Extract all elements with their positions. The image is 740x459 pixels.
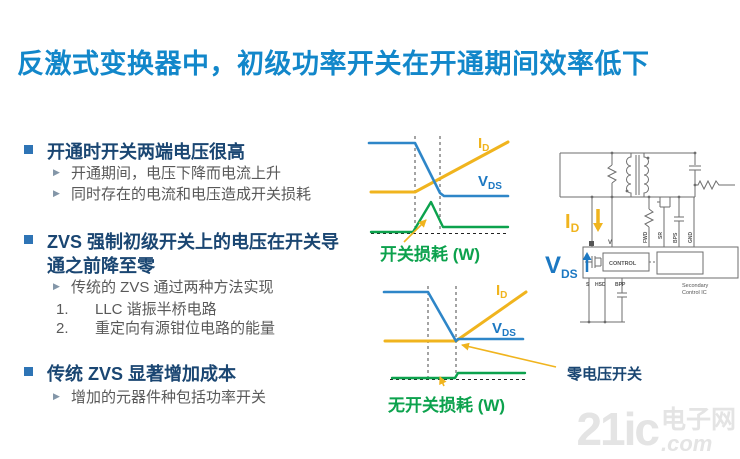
fwd-pin-label: FWD [643, 231, 649, 243]
resistor [606, 164, 618, 184]
site-watermark: 21ic 电子网 .com [576, 406, 736, 455]
bullet-heading-2-line1: ZVS 强制初级开关上的电压在开关导 [47, 232, 340, 252]
no-switching-loss-caption: 无开关损耗 (W) [388, 396, 506, 415]
bottom-pin-lines [580, 278, 627, 323]
secondary-block [656, 251, 704, 275]
loss-pointer-arrow [403, 219, 427, 243]
sr-fet [657, 197, 671, 247]
hsd-pin-label: HSD [595, 282, 606, 288]
junction-dot [610, 195, 614, 199]
sub-bullet: 传统的 ZVS 通过两种方法实现 [71, 279, 274, 296]
bullet-heading-3: 传统 ZVS 显著增加成本 [47, 364, 237, 384]
vds-voltage-curve [382, 290, 525, 343]
bps-pin-label: BPS [673, 232, 679, 243]
bullet-square [24, 367, 33, 376]
output-capacitor [689, 153, 701, 197]
control-block-label: CONTROL [609, 261, 637, 267]
watermark-tld: .com [660, 431, 713, 456]
numbered-item-2: 2. 重定向有源钳位电路的能量 [56, 317, 275, 338]
vds-label: VDS [545, 252, 578, 281]
junction-dot [693, 183, 697, 187]
sub-bullet: 同时存在的电流和电压造成开关损耗 [71, 186, 312, 203]
junction-dot [693, 151, 697, 155]
id-current-curve [369, 140, 510, 194]
item-text: LLC 谐振半桥电路 [95, 301, 217, 318]
ic-caption-line1: Secondary [682, 283, 709, 289]
load-resistor [695, 179, 735, 191]
numbered-item-1: 1. LLC 谐振半桥电路 [56, 298, 217, 319]
s-pin-label: S [586, 282, 590, 288]
id-label: ID [496, 282, 507, 301]
zvs-waveform-chart: ID VDS [382, 282, 528, 387]
bullet-heading-1: 开通时开关两端电压很高 [47, 142, 245, 162]
junction-dot [647, 195, 651, 199]
junction-dot [603, 320, 607, 324]
bpp-pin-label: BPP [615, 282, 626, 288]
vds-voltage-curve [367, 141, 510, 198]
zvs-annotation-arrow [461, 342, 557, 368]
sub-bullet: 开通期间，电压下降而电流上升 [71, 165, 282, 182]
junction-dot [677, 195, 681, 199]
polarity-dot [646, 156, 650, 160]
bps-capacitor [674, 197, 684, 247]
id-label: ID [565, 211, 580, 235]
id-label: ID [478, 135, 489, 154]
sub-arrow-icon: ▶ [53, 281, 60, 291]
hard-switching-waveform-chart: ID VDS [367, 135, 510, 243]
no-loss-pointer-arrow [439, 376, 447, 387]
slide-title: 反激式变换器中，初级功率开关在开通期间效率低下 [17, 49, 650, 79]
watermark-brand: 21ic [576, 403, 660, 455]
item-number: 2. [56, 320, 69, 337]
junction-dot [587, 320, 591, 324]
bullet-square [24, 235, 33, 244]
drain-pin-pad [589, 241, 594, 246]
bullet-heading-2-line2: 通之前降至零 [47, 256, 155, 276]
sub-bullet: 增加的元器件种包括功率开关 [71, 389, 267, 406]
sub-arrow-icon: ▶ [53, 167, 60, 177]
sr-pin-label: SR [658, 232, 664, 239]
zvs-annotation-label: 零电压开关 [567, 366, 643, 383]
vds-label: VDS [478, 173, 502, 192]
transformer-primary-winding [626, 153, 632, 197]
bullet-square [24, 145, 33, 154]
switching-loss-curve [369, 200, 510, 234]
junction-dot [590, 195, 594, 199]
ic-caption-line2: Control IC [682, 290, 707, 296]
no-loss-curve [390, 371, 527, 380]
sub-arrow-icon: ▶ [53, 188, 60, 198]
transformer-core [635, 155, 640, 195]
junction-dot [610, 151, 614, 155]
item-number: 1. [56, 301, 69, 318]
v-pin-label: V [608, 240, 612, 246]
sub-arrow-icon: ▶ [53, 391, 60, 401]
control-ic-box [582, 246, 739, 279]
polarity-dot [625, 189, 629, 193]
gnd-pin-label: GND [688, 232, 694, 244]
fwd-resistor [643, 208, 655, 228]
zvs-pointer-line [461, 342, 557, 368]
watermark-right: 电子网 .com [661, 406, 736, 455]
power-mosfet-symbol [585, 256, 602, 268]
vds-label: VDS [492, 320, 516, 339]
transformer-secondary-winding [643, 153, 649, 197]
flyback-converter-schematic: CONTROL FWD SR BPS GND V S HSD BPP Secon… [545, 151, 739, 324]
item-text: 重定向有源钳位电路的能量 [95, 320, 276, 337]
watermark-cn: 电子网 [660, 406, 736, 434]
switching-loss-caption: 开关损耗 (W) [380, 245, 481, 264]
